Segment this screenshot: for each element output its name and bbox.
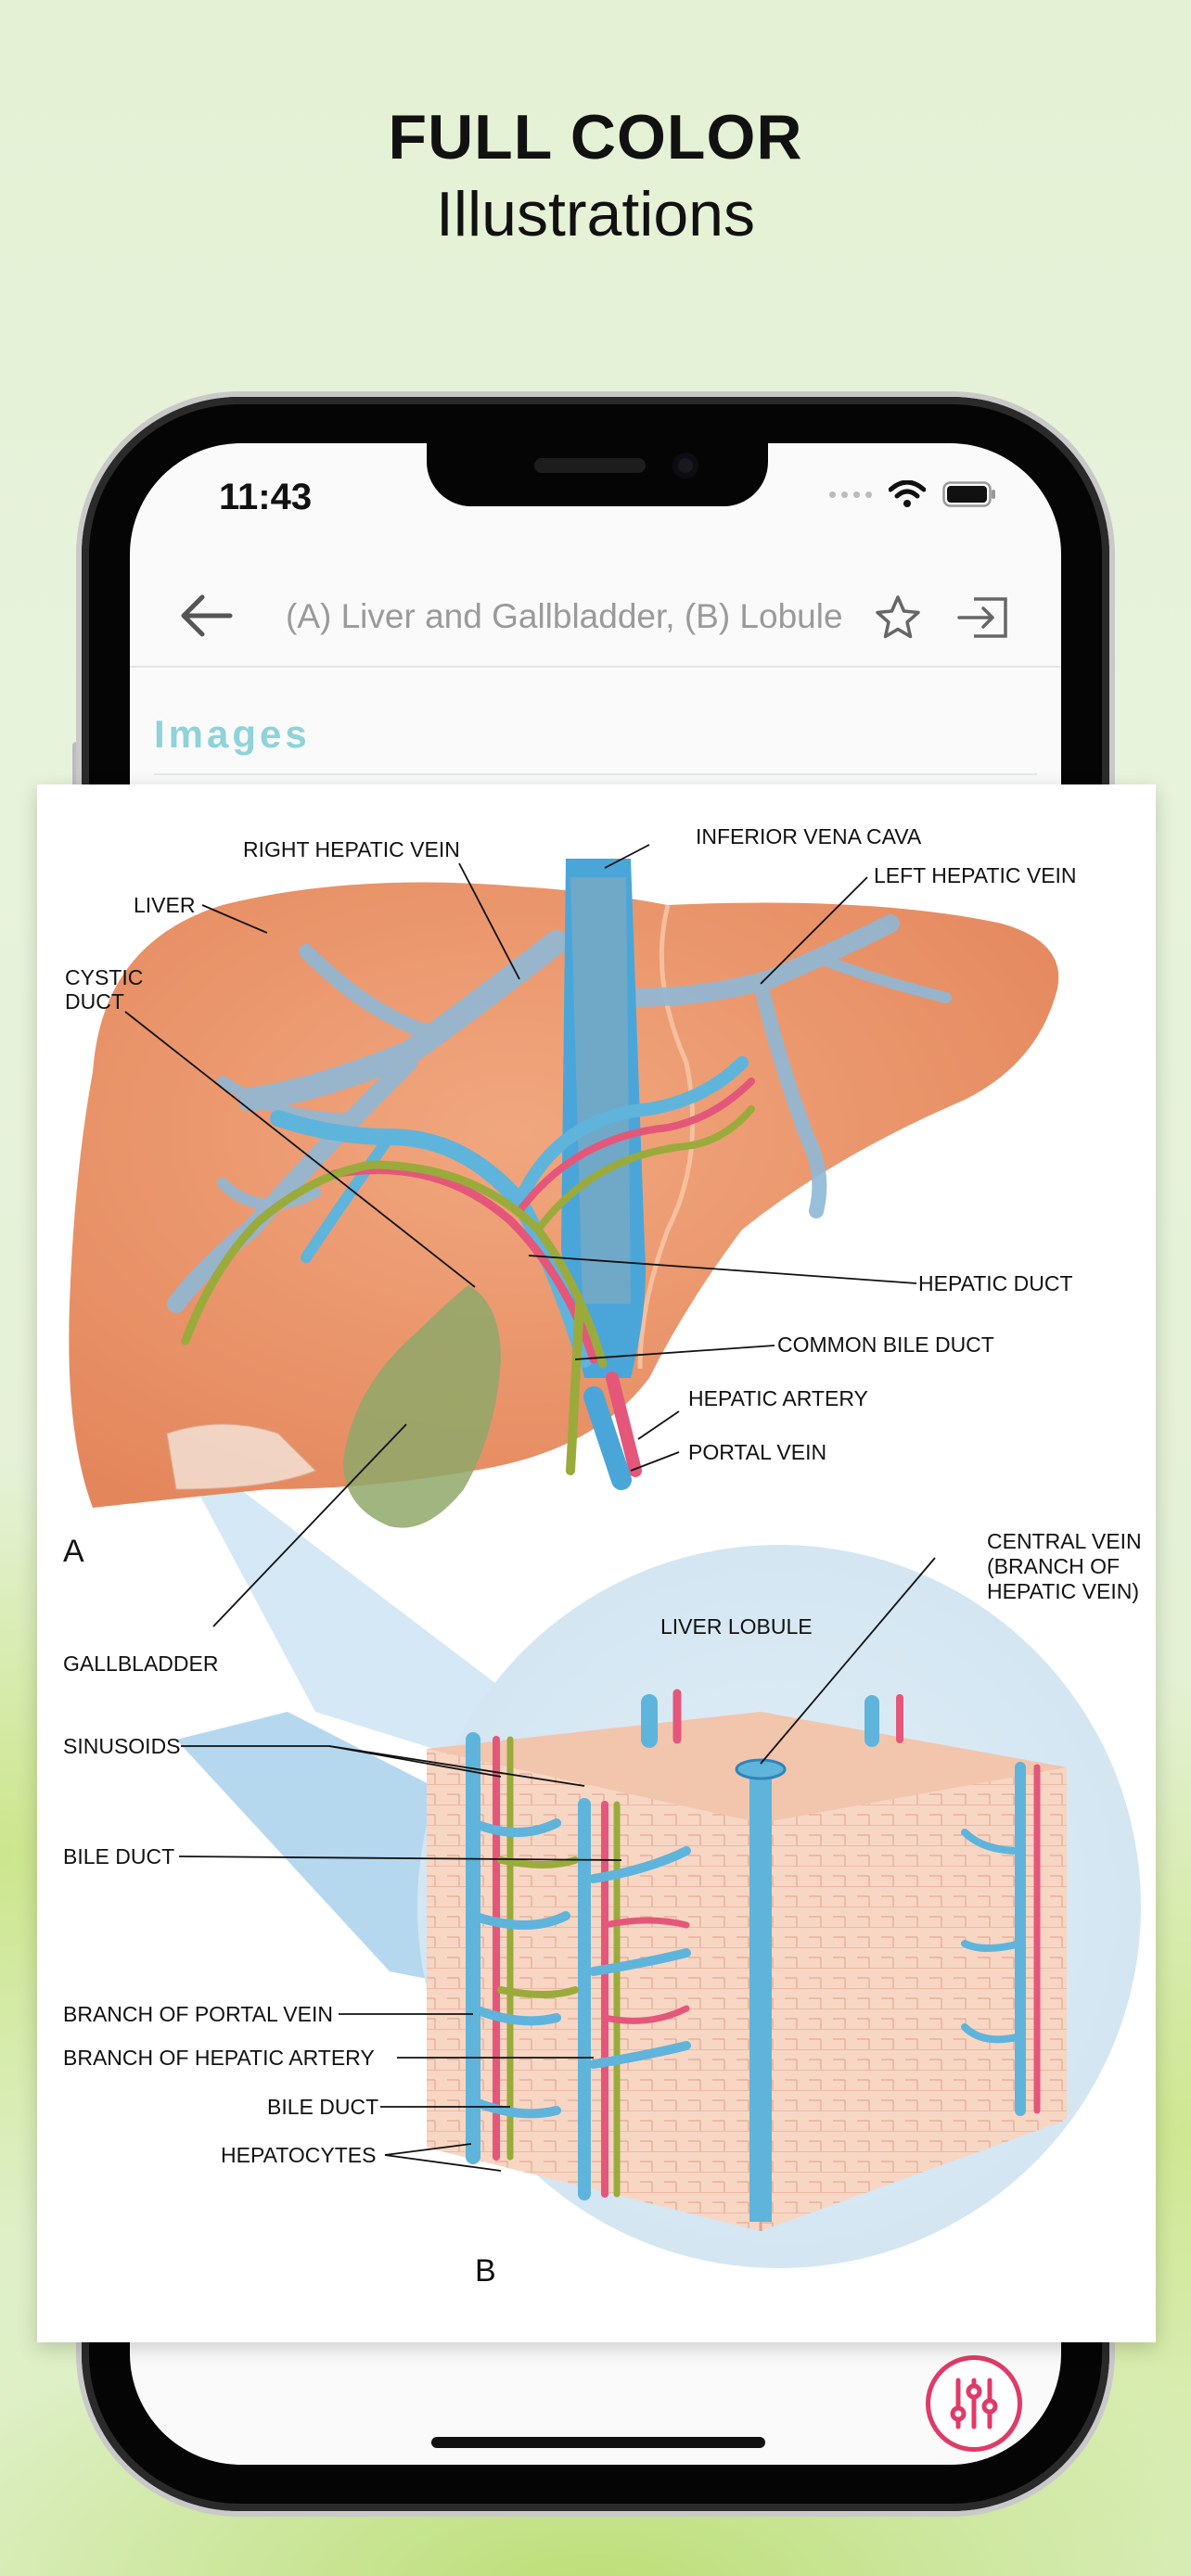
label-panel-a: A [63,1534,84,1569]
camera [672,453,698,478]
label-bile-duct-2: BILE DUCT [267,2095,378,2119]
sliders-icon [950,2378,998,2429]
label-gallbladder: GALLBLADDER [63,1651,218,1676]
label-bile-duct-1: BILE DUCT [63,1844,174,1868]
label-liver: LIVER [134,893,195,917]
label-hepatic-duct: HEPATIC DUCT [918,1271,1073,1295]
wifi-icon [889,480,926,508]
label-liver-lobule: LIVER LOBULE [660,1614,813,1639]
portal-triad-branches [181,1056,755,1369]
label-inferior-vena-cava: INFERIOR VENA CAVA [696,824,922,848]
lobule-block [427,1689,1067,2231]
liver-illustration: RIGHT HEPATIC VEIN INFERIOR VENA CAVA LE… [63,824,1142,2289]
battery-icon [942,481,996,507]
exit-button[interactable] [955,593,1011,642]
label-cystic-duct-line1: CYSTIC [65,965,143,989]
gallbladder-shape [343,1285,501,1528]
hepatic-veins [167,914,952,1313]
section-title: Images [154,712,311,756]
leader-lines [124,844,936,2172]
illustration-card[interactable]: RIGHT HEPATIC VEIN INFERIOR VENA CAVA LE… [37,784,1156,2342]
label-branch-hepatic-artery: BRANCH OF HEPATIC ARTERY [63,2046,375,2070]
status-time: 11:43 [219,477,313,517]
headline-title: FULL COLOR [388,102,803,172]
filter-button[interactable] [926,2355,1022,2452]
star-outline-icon [876,595,920,639]
label-sinusoids: SINUSOIDS [63,1734,181,1758]
exit-icon [957,597,1007,638]
favorite-button[interactable] [874,593,922,642]
signal-icon [829,491,872,498]
notch [427,443,768,506]
label-central-vein-line1: CENTRAL VEIN [987,1529,1142,1553]
headline-subtitle: Illustrations [436,179,755,249]
navbar: (A) Liver and Gallbladder, (B) Lobule [130,564,1061,668]
label-cystic-duct-line2: DUCT [65,989,124,1014]
label-hepatic-artery: HEPATIC ARTERY [688,1386,868,1410]
arrow-left-icon [181,594,233,637]
label-panel-b: B [475,2253,496,2289]
section-divider [154,773,1037,775]
label-central-vein-line2: (BRANCH OF [987,1554,1120,1578]
status-icons [829,480,996,508]
label-common-bile-duct: COMMON BILE DUCT [777,1333,994,1357]
label-right-hepatic-vein: RIGHT HEPATIC VEIN [243,837,460,861]
label-branch-portal-vein: BRANCH OF PORTAL VEIN [63,2002,333,2026]
back-button[interactable] [176,586,236,645]
label-left-hepatic-vein: LEFT HEPATIC VEIN [874,863,1077,887]
label-portal-vein: PORTAL VEIN [688,1440,826,1464]
headline: FULL COLOR Illustrations [0,100,1191,254]
label-hepatocytes: HEPATOCYTES [221,2143,376,2167]
home-indicator [431,2437,765,2448]
label-central-vein-line3: HEPATIC VEIN) [987,1579,1139,1603]
page-title: (A) Liver and Gallbladder, (B) Lobule [286,597,843,635]
speaker [534,458,646,473]
